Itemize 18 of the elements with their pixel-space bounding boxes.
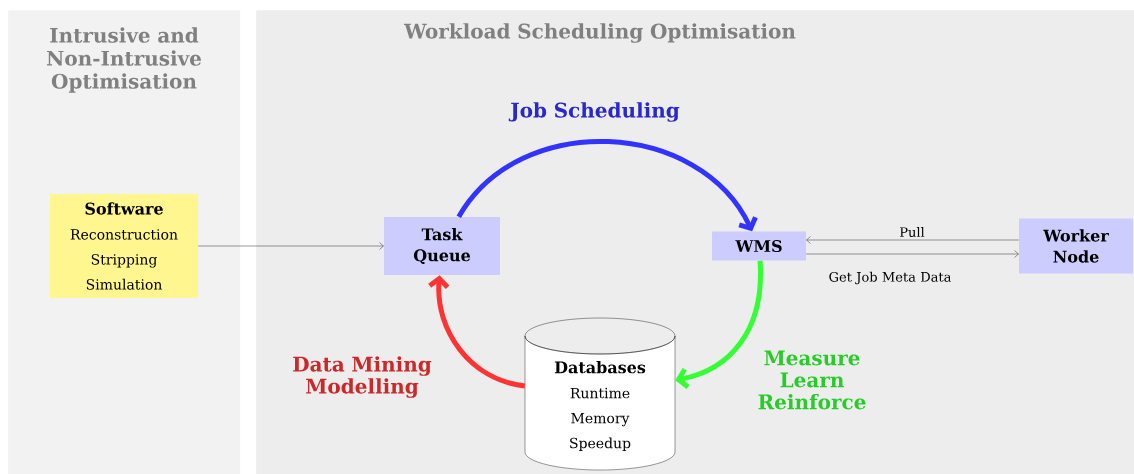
software-box: Software Reconstruction Stripping Simulation (50, 194, 198, 298)
panel-heading: Workload Scheduling Optimisation (403, 23, 796, 43)
edge-label: Pull (900, 226, 925, 238)
arrow (456, 139, 758, 232)
process-box: Worker Node (1019, 218, 1133, 274)
arrow (198, 242, 384, 250)
process-box: WMS (712, 231, 806, 261)
process-box: Task Queue (384, 217, 500, 275)
arrow (428, 275, 526, 389)
arrow (806, 250, 1019, 258)
edge-label: Data Mining Modelling (293, 356, 432, 398)
arrow (675, 260, 763, 389)
panel-heading: Intrusive and Non-Intrusive Optimisation (46, 27, 202, 93)
edge-label: Measure Learn Reinforce (758, 350, 866, 410)
edge-label: Job Scheduling (508, 102, 680, 122)
edge-label: Get Job Meta Data (829, 271, 952, 285)
arrow (806, 236, 1019, 244)
database-cylinder: Databases Runtime Memory Speedup (524, 317, 676, 471)
